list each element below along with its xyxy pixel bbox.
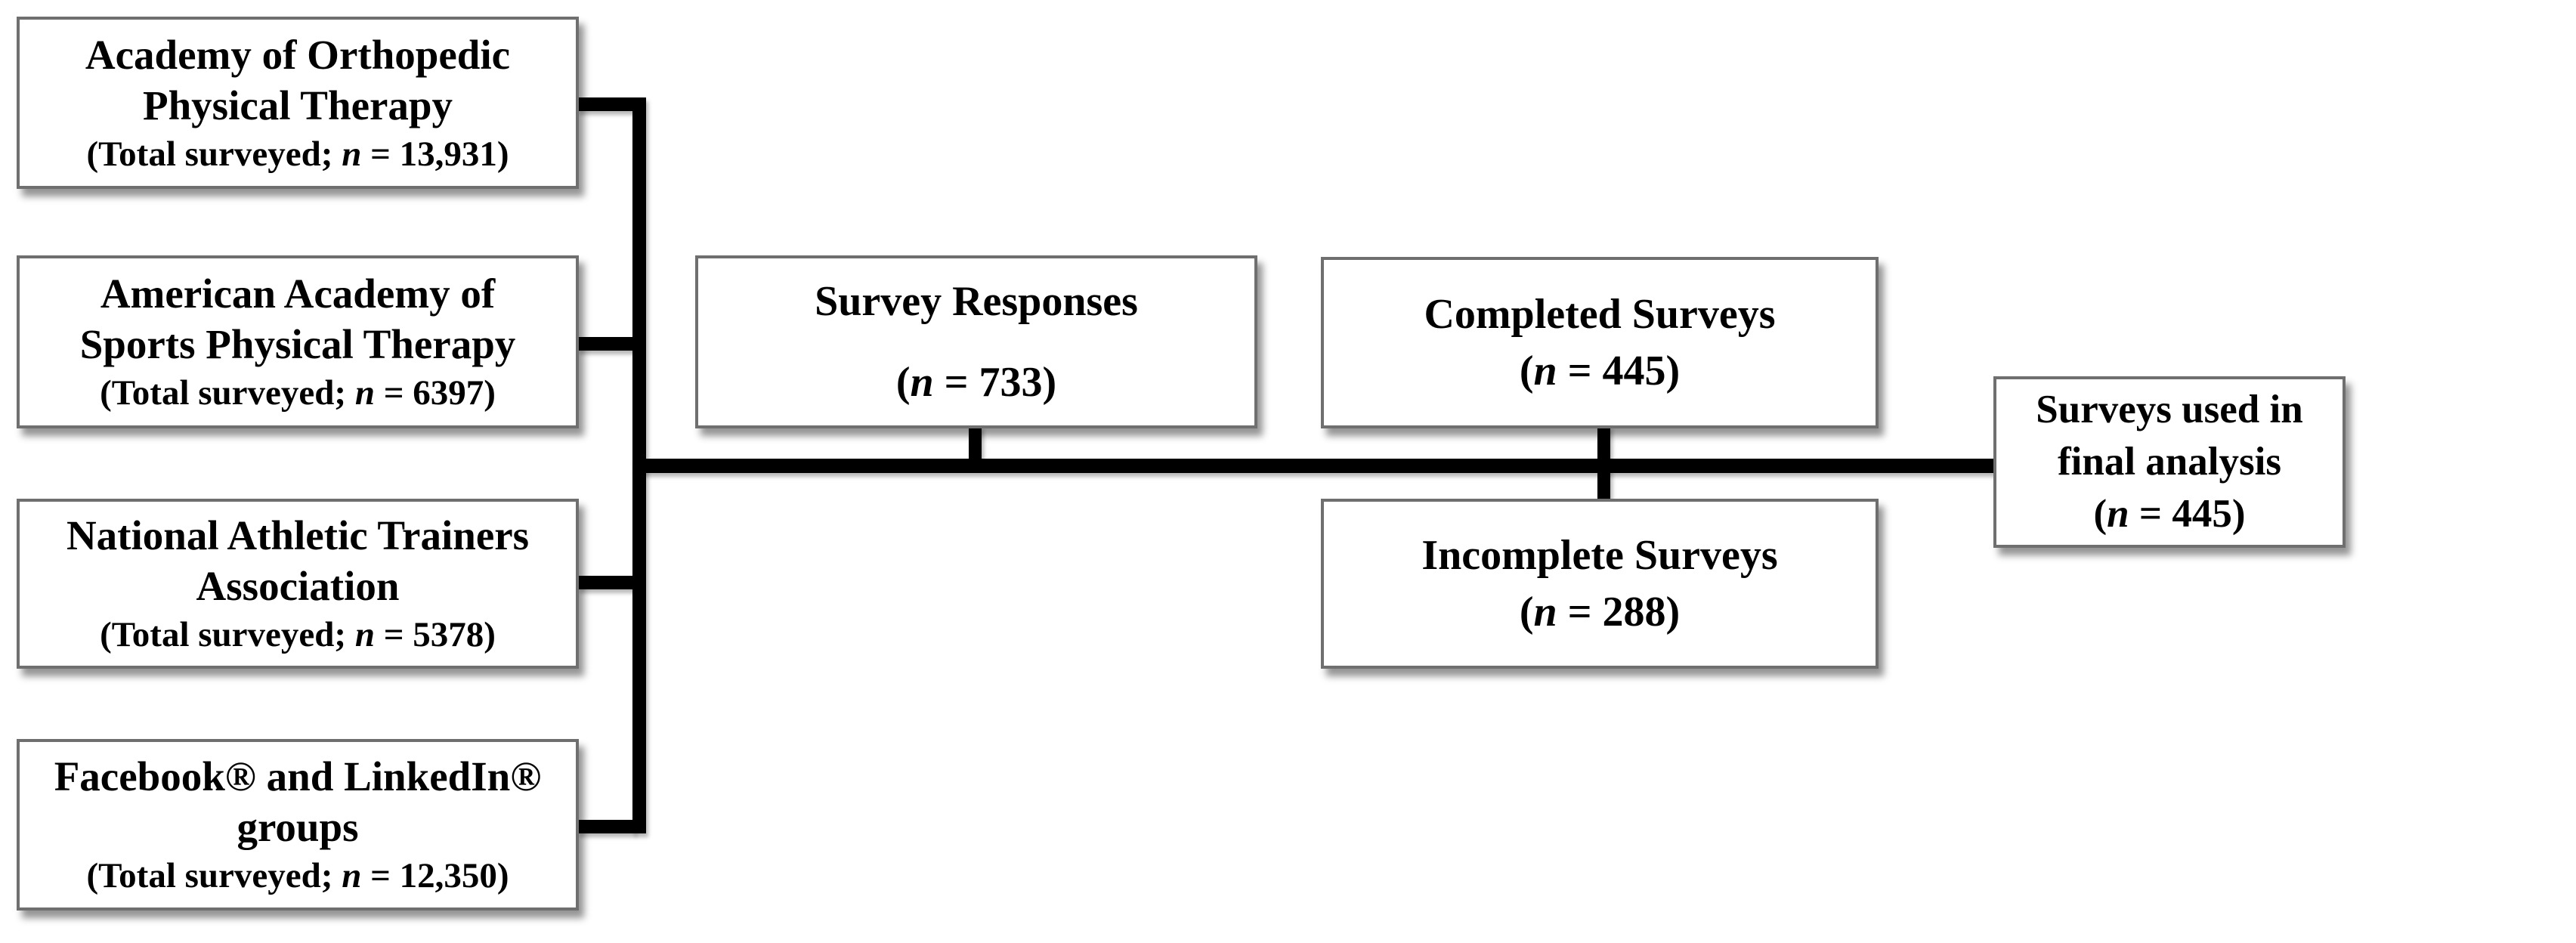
- completed-surveys-box: Completed Surveys (n = 445): [1321, 257, 1879, 428]
- box-stat-line: (n = 445): [1519, 347, 1681, 394]
- n-symbol: n: [2107, 491, 2129, 536]
- box-title-line: Surveys used in: [2036, 388, 2303, 432]
- n-symbol: n: [354, 615, 375, 655]
- box-title-line: National Athletic Trainers: [66, 512, 530, 559]
- connector-stub-completed-incomplete: [1597, 425, 1610, 500]
- box-stat-line: (Total surveyed; n = 13,931): [86, 134, 509, 174]
- connector-stub-aopt: [577, 97, 635, 111]
- box-title-line: American Academy of: [100, 271, 496, 317]
- survey-responses-box: Survey Responses (n = 733): [695, 255, 1257, 428]
- box-title-line: Association: [196, 563, 400, 610]
- box-title-line: Completed Surveys: [1424, 291, 1776, 339]
- n-symbol: n: [342, 134, 362, 174]
- incomplete-surveys-box: Incomplete Surveys (n = 288): [1321, 499, 1879, 669]
- box-title-line: Survey Responses: [815, 278, 1138, 326]
- source-box-facebook-linkedin: Facebook® and LinkedIn® groups (Total su…: [17, 739, 579, 911]
- connector-stub-nata: [577, 576, 635, 589]
- source-box-national-athletic-trainers: National Athletic Trainers Association (…: [17, 499, 579, 669]
- final-analysis-box: Surveys used in final analysis (n = 445): [1993, 376, 2346, 548]
- connector-stub-survey-responses: [969, 425, 982, 463]
- box-stat-line: (Total surveyed; n = 6397): [100, 373, 496, 413]
- connector-main-horizontal: [632, 459, 1993, 473]
- box-stat-line: (n = 288): [1519, 588, 1681, 635]
- box-stat-line: (Total surveyed; n = 12,350): [86, 856, 509, 896]
- box-title-line: Facebook® and LinkedIn®: [54, 753, 542, 800]
- source-box-american-academy-sports: American Academy of Sports Physical Ther…: [17, 255, 579, 428]
- source-box-academy-orthopedic: Academy of Orthopedic Physical Therapy (…: [17, 17, 579, 189]
- box-title-line: Incomplete Surveys: [1421, 532, 1778, 580]
- box-title-line: Physical Therapy: [142, 82, 453, 128]
- connector-stub-aaspt: [577, 337, 635, 351]
- box-title-line: Academy of Orthopedic: [85, 31, 511, 78]
- n-symbol: n: [354, 373, 375, 413]
- box-title-line: Sports Physical Therapy: [79, 321, 516, 368]
- n-symbol: n: [910, 358, 934, 406]
- n-symbol: n: [1533, 588, 1557, 635]
- box-stat-line: (n = 733): [895, 358, 1057, 406]
- connector-stub-fbli: [577, 820, 635, 833]
- box-stat-line: (Total surveyed; n = 5378): [100, 615, 496, 655]
- box-title-line: groups: [237, 804, 359, 851]
- n-symbol: n: [342, 856, 362, 896]
- box-stat-line: (n = 445): [2093, 491, 2246, 536]
- box-title-line: final analysis: [2057, 440, 2281, 484]
- n-symbol: n: [1533, 347, 1557, 394]
